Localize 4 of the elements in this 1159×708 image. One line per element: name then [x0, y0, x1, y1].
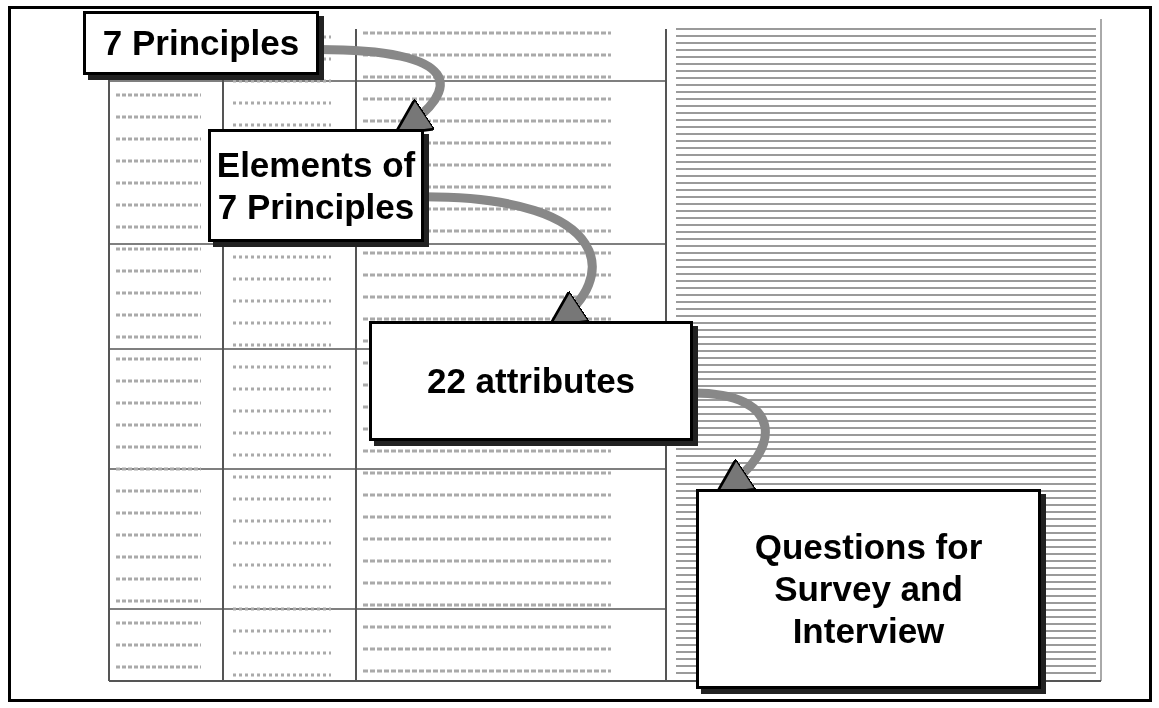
- box-label: Elements of 7 Principles: [215, 143, 417, 228]
- box-label: 7 Principles: [101, 22, 301, 64]
- box-label: Questions for Survey and Interview: [753, 526, 984, 652]
- box-label: 22 attributes: [425, 360, 637, 402]
